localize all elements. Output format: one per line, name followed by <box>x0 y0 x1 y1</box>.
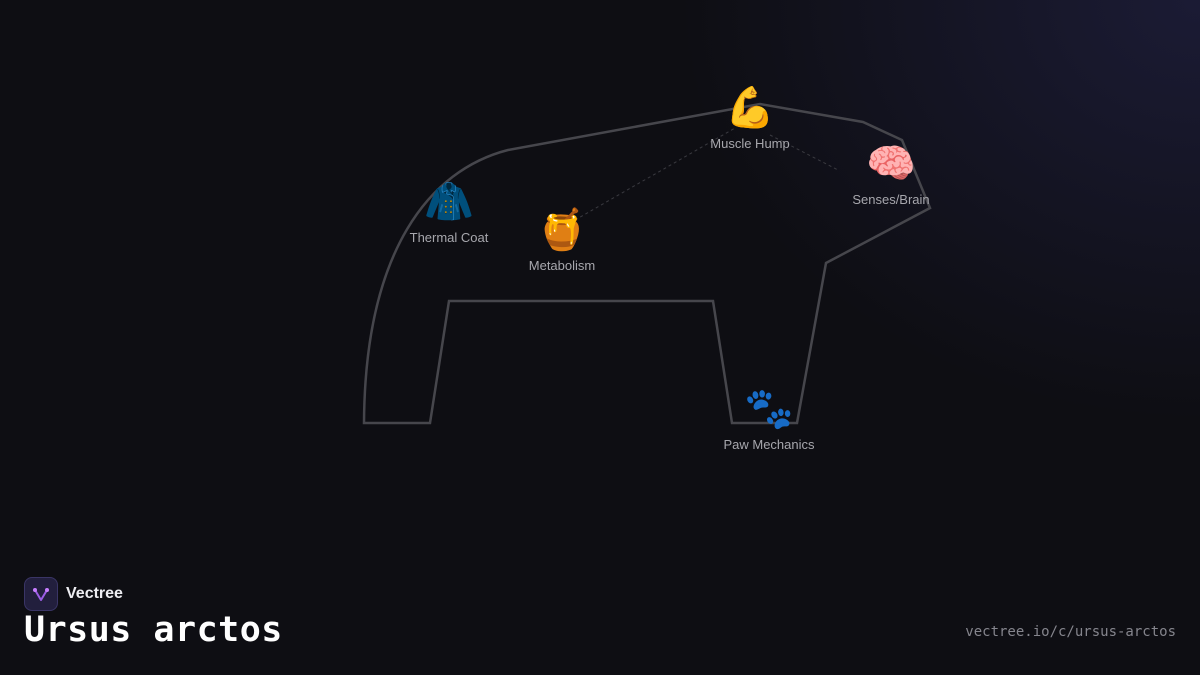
brand[interactable]: Vectree <box>24 577 123 611</box>
coat-icon: 🧥 <box>424 179 474 225</box>
node-thermal-coat[interactable]: 🧥 Thermal Coat <box>410 178 489 245</box>
node-paw-mechanics[interactable]: 🐾 Paw Mechanics <box>723 385 814 452</box>
node-label: Paw Mechanics <box>723 437 815 452</box>
connector-metabolism-muscle <box>574 127 736 221</box>
flexed-biceps-icon: 💪 <box>725 85 775 131</box>
page-url[interactable]: vectree.io/c/ursus-arctos <box>965 624 1176 640</box>
page-title: Ursus arctos <box>24 610 283 650</box>
node-label: Thermal Coat <box>409 230 489 245</box>
node-metabolism[interactable]: 🍯 Metabolism <box>529 206 595 273</box>
connector-muscle-senses <box>769 134 839 171</box>
bear-outline <box>362 102 932 425</box>
brand-name: Vectree <box>66 585 123 602</box>
vectree-logo-icon <box>24 577 58 611</box>
node-label: Senses/Brain <box>852 192 930 207</box>
paw-prints-icon: 🐾 <box>744 386 794 432</box>
node-muscle-hump[interactable]: 💪 Muscle Hump <box>710 84 789 151</box>
honey-pot-icon: 🍯 <box>537 207 587 253</box>
node-label: Muscle Hump <box>710 136 790 151</box>
node-senses-brain[interactable]: 🧠 Senses/Brain <box>852 140 929 207</box>
brain-icon: 🧠 <box>866 141 916 187</box>
node-label: Metabolism <box>528 258 596 273</box>
